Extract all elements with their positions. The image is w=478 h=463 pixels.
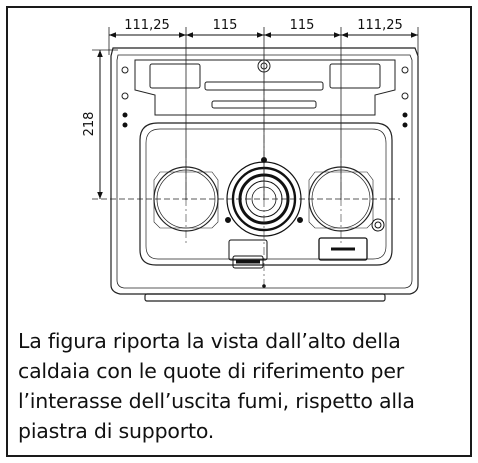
boiler-top-view-drawing: 111,25 115 115 111,25 218 xyxy=(82,18,419,302)
dimension-label-left: 218 xyxy=(82,112,97,137)
screws xyxy=(122,112,408,288)
dimension-label-4: 111,25 xyxy=(357,18,403,33)
dimension-label-3: 115 xyxy=(290,18,315,33)
figure-caption: La figura riporta la vista dall’alto del… xyxy=(18,329,415,443)
axis-lines xyxy=(185,55,342,290)
boiler-body xyxy=(110,47,419,302)
rear-bracket xyxy=(121,59,409,116)
right-plate xyxy=(318,218,385,261)
dimension-label-2: 115 xyxy=(213,18,238,33)
figure-frame xyxy=(6,6,472,457)
dimension-label-1: 111,25 xyxy=(124,18,170,33)
inner-frame xyxy=(139,122,393,266)
bottom-connector xyxy=(228,239,268,269)
extension-lines xyxy=(92,27,419,200)
